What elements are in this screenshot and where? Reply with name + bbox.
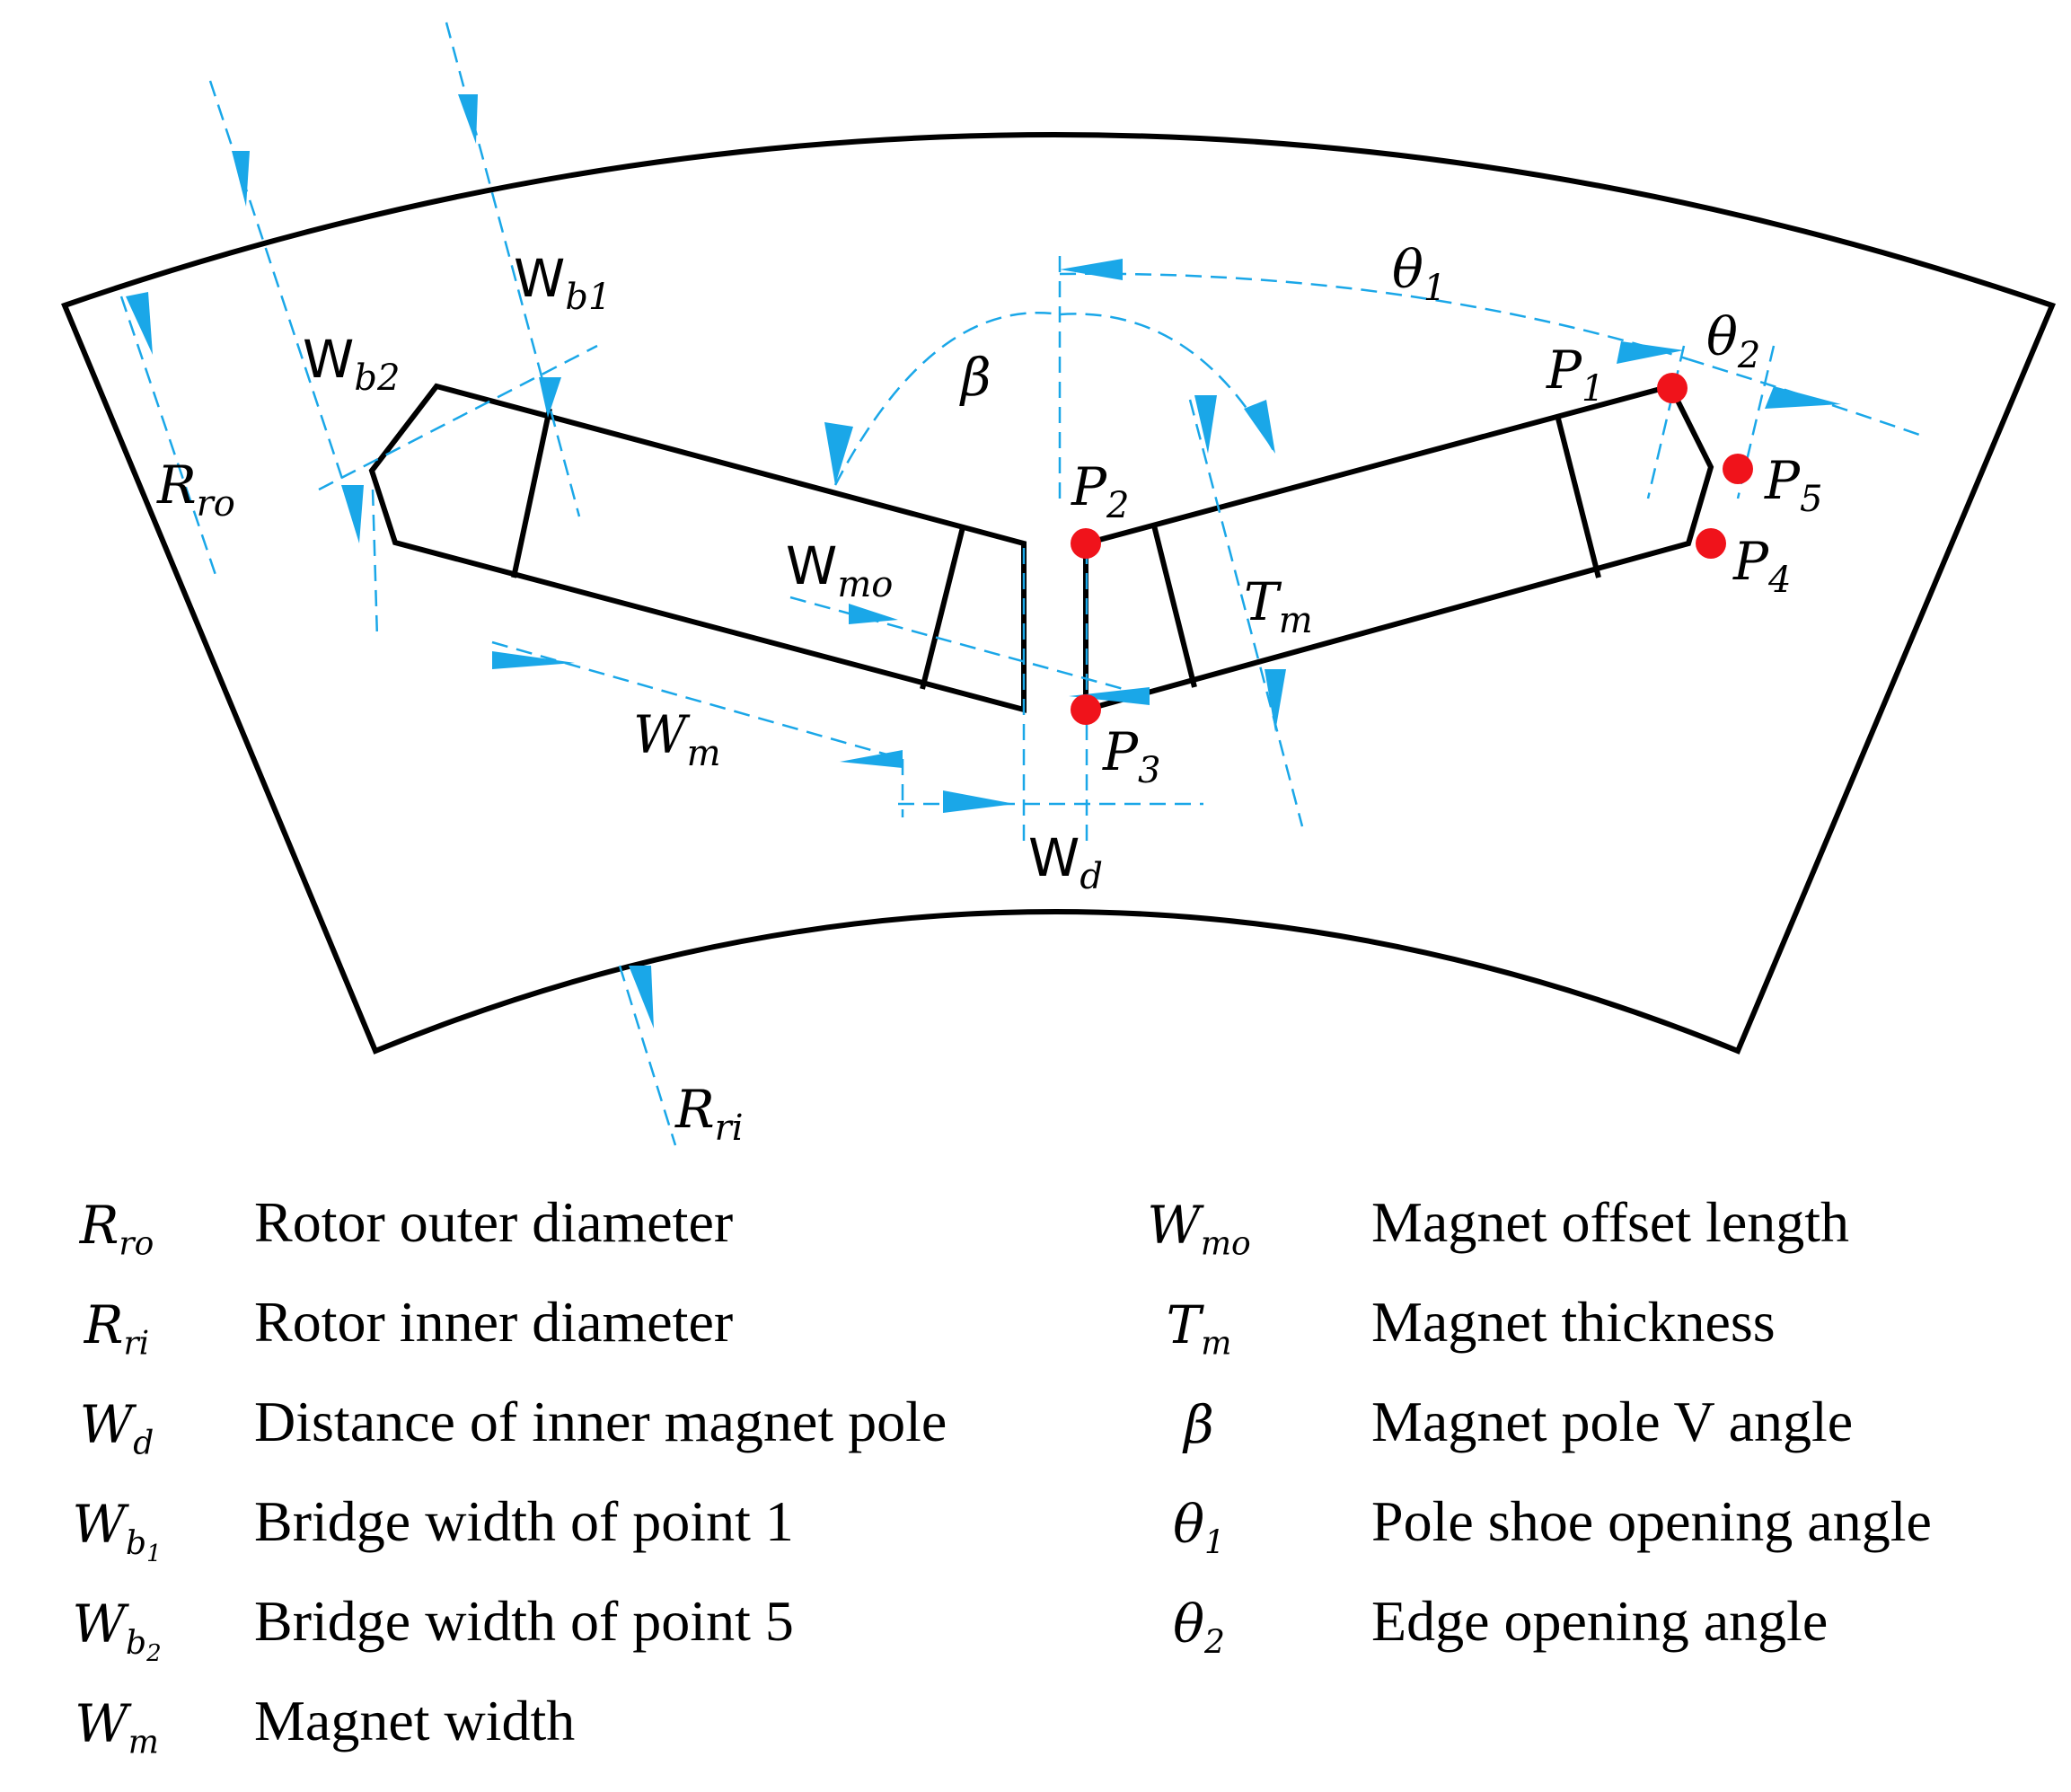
label-theta1: θ1 [1392,239,1446,309]
legend-symbol: Tm [1166,1294,1232,1363]
dimension-arrowheads [126,94,1841,1028]
legend-symbol: θ2 [1173,1593,1225,1662]
dimension-lines [119,22,1923,1146]
rotor-sector-outline [61,132,2057,1055]
legend-description: Pole shoe opening angle [1371,1489,1932,1553]
label-tm: Tm [1244,571,1313,641]
label-wm: Wm [633,704,721,774]
label-wd: Wd [1028,827,1103,897]
legend-description: Distance of inner magnet pole [254,1390,947,1453]
left-magnet-edge-inner [920,526,965,690]
left-magnet-slot [368,383,1027,713]
legend-symbol: θ1 [1173,1494,1225,1562]
legend-symbol: Rro [79,1195,154,1263]
legend-description: Rotor inner diameter [254,1290,734,1354]
legend-symbol: Wm [75,1693,159,1761]
right-magnet-slot [1083,383,1714,713]
legend-description: Rotor outer diameter [254,1190,734,1254]
label-p1: P1 [1546,340,1604,410]
rotor-geometry-svg: Rro Rri Wb1 Wb2 Wmo Wm Wd Tm β θ1 θ2 P1 … [61,22,2057,1149]
legend-description: Edge opening angle [1371,1589,1829,1653]
legend-symbol: Rri [84,1294,150,1363]
label-wb2: Wb2 [303,329,400,399]
label-p3: P3 [1102,721,1160,791]
legend-description: Magnet thickness [1371,1290,1776,1354]
label-p2: P2 [1071,456,1129,526]
legend-description: Magnet offset length [1371,1190,1850,1254]
legend-symbol: β [1184,1394,1214,1455]
legend-symbol: Wb1 [72,1494,162,1567]
right-magnet-edge-outer [1555,418,1601,578]
legend-symbol: Wd [79,1394,154,1462]
label-beta: β [959,347,991,408]
label-theta2: θ2 [1706,306,1760,376]
point-p5 [1723,454,1753,484]
legend-description: Bridge width of point 5 [254,1589,794,1653]
label-p4: P4 [1732,531,1791,601]
label-wb1: Wb1 [514,248,611,318]
right-magnet-edge-inner [1151,525,1197,688]
label-wmo: Wmo [786,535,893,605]
point-p2 [1071,528,1101,559]
left-magnet-edge-outer [511,408,552,578]
legend-symbol: Wmo [1147,1195,1251,1263]
legend-description: Magnet width [254,1689,576,1752]
point-p1 [1657,373,1688,403]
label-rri: Rri [674,1079,744,1149]
point-p4 [1696,528,1726,559]
legend-description: Magnet pole V angle [1371,1390,1854,1453]
label-p5: P5 [1764,450,1822,520]
legend-description: Bridge width of point 1 [254,1489,794,1553]
label-rro: Rro [156,455,235,525]
point-p3 [1071,694,1101,725]
legend: Rro Rotor outer diameter Rri Rotor inner… [0,1168,2071,1779]
legend-symbol: Wb2 [72,1593,162,1667]
